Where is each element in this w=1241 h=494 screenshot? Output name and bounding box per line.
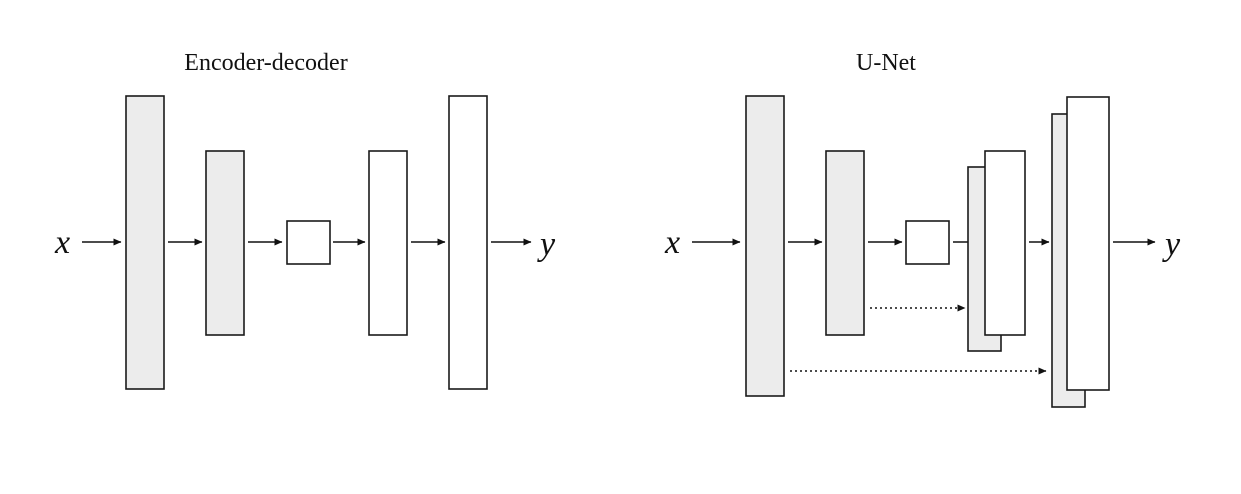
encoder-decoder-output-label: y — [537, 226, 556, 263]
decoder-bar-medium — [368, 150, 408, 336]
encoder-decoder-diagram: Encoder-decoder x y — [54, 50, 556, 390]
unet-output-label: y — [1162, 226, 1181, 263]
unet-bottleneck-bar — [905, 220, 950, 265]
encoder-bar-tall — [125, 95, 165, 390]
unet-encoder-bar-medium — [825, 150, 865, 336]
unet-encoder-bar-tall — [745, 95, 785, 397]
encoder-bar-medium — [205, 150, 245, 336]
bottleneck-bar — [286, 220, 331, 265]
decoder-bar-tall — [448, 95, 488, 390]
encoder-decoder-title: Encoder-decoder — [184, 50, 347, 76]
unet-decoder-bar-tall — [1066, 96, 1110, 391]
unet-diagram: U-Net x y — [664, 50, 1181, 408]
encoder-decoder-input-label: x — [54, 224, 70, 261]
unet-decoder-bar-medium — [984, 150, 1026, 336]
unet-title: U-Net — [856, 50, 916, 76]
unet-input-label: x — [664, 224, 680, 261]
